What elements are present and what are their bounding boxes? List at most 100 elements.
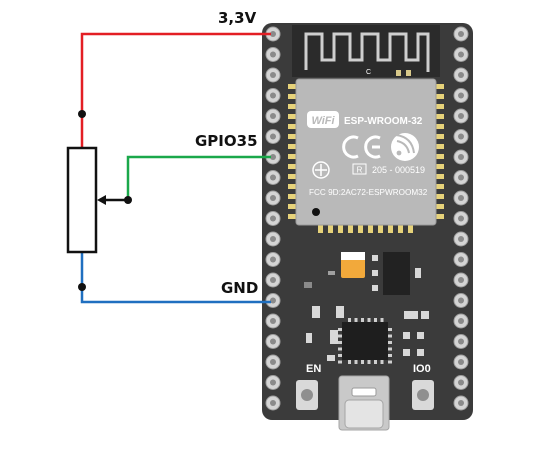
module-pad bbox=[288, 194, 298, 199]
gpio-label: GPIO35 bbox=[195, 132, 258, 150]
header-pin bbox=[265, 211, 281, 226]
esp32-board: C WiFi ESP-WROOM-32 bbox=[262, 23, 473, 431]
left-pin-header bbox=[265, 26, 281, 411]
potentiometer bbox=[66, 110, 132, 291]
header-pin bbox=[453, 231, 469, 247]
module-pad bbox=[338, 223, 343, 233]
module-pad bbox=[434, 154, 444, 159]
micro-usb-port bbox=[338, 375, 390, 431]
cert-mark-icon bbox=[312, 161, 330, 179]
module-model: ESP-WROOM-32 bbox=[344, 116, 423, 127]
en-label: EN bbox=[306, 363, 321, 375]
r-mark: R bbox=[357, 166, 363, 175]
module-pad bbox=[434, 124, 444, 129]
right-pin-header bbox=[453, 26, 469, 411]
gnd-label: GND bbox=[221, 279, 258, 297]
voltage-regulator bbox=[341, 252, 421, 295]
module-pad bbox=[434, 194, 444, 199]
module-pad bbox=[288, 154, 298, 159]
pcb-antenna: C bbox=[292, 25, 440, 77]
header-pin bbox=[265, 293, 281, 308]
module-pad bbox=[434, 174, 444, 179]
module-pad bbox=[288, 134, 298, 139]
usb-uart-chip bbox=[338, 318, 392, 364]
header-pin bbox=[265, 354, 281, 370]
antenna-mark: C bbox=[366, 69, 371, 76]
gnd-wire bbox=[80, 252, 271, 304]
header-pin bbox=[453, 334, 469, 349]
module-pad bbox=[358, 223, 363, 233]
header-pin bbox=[265, 129, 281, 144]
ce-mark-icon bbox=[342, 135, 381, 159]
header-pin bbox=[453, 354, 469, 370]
header-pin bbox=[453, 149, 469, 165]
module-pad bbox=[434, 104, 444, 109]
module-pad bbox=[288, 94, 298, 99]
signal-wire bbox=[126, 155, 271, 200]
module-pad bbox=[288, 124, 298, 129]
module-pad bbox=[434, 164, 444, 169]
module-pad bbox=[288, 104, 298, 109]
header-pin bbox=[265, 272, 281, 288]
header-pin bbox=[453, 170, 469, 185]
wiper-arrow-icon bbox=[97, 195, 132, 205]
header-pin bbox=[265, 252, 281, 267]
en-button[interactable]: EN bbox=[296, 363, 321, 410]
header-pin bbox=[265, 108, 281, 124]
header-pin bbox=[265, 231, 281, 247]
module-pad bbox=[434, 184, 444, 189]
module-pad bbox=[288, 204, 298, 209]
header-pin bbox=[453, 108, 469, 124]
vcc-junction bbox=[78, 110, 86, 118]
module-pad bbox=[434, 214, 444, 219]
module-pad bbox=[328, 223, 333, 233]
header-pin bbox=[453, 190, 469, 206]
module-pad bbox=[288, 114, 298, 119]
module-pad bbox=[288, 144, 298, 149]
r-mark-box bbox=[352, 163, 367, 175]
pin1-dot bbox=[312, 208, 320, 216]
header-pin bbox=[265, 149, 281, 165]
module-pad bbox=[434, 84, 444, 89]
module-shield: WiFi ESP-WROOM-32 R 20 bbox=[295, 78, 437, 226]
module-pad bbox=[348, 223, 353, 233]
header-pin bbox=[453, 67, 469, 83]
module-pad bbox=[434, 134, 444, 139]
vcc-wire bbox=[80, 32, 271, 148]
fcc-id: FCC 9D:2AC72-ESPWROOM32 bbox=[309, 188, 428, 197]
espressif-logo-icon bbox=[391, 133, 419, 161]
cert-number: 205 - 000519 bbox=[372, 165, 425, 175]
header-pin bbox=[265, 170, 281, 185]
header-pin bbox=[265, 67, 281, 83]
module-pad bbox=[288, 84, 298, 89]
header-pin bbox=[265, 375, 281, 390]
io0-label: IO0 bbox=[413, 363, 431, 375]
module-pad bbox=[318, 223, 323, 233]
header-pin bbox=[453, 375, 469, 390]
header-pin bbox=[265, 313, 281, 329]
module-pad bbox=[408, 223, 413, 233]
header-pin bbox=[265, 47, 281, 62]
module-pads bbox=[288, 84, 444, 233]
header-pin bbox=[453, 26, 469, 42]
header-pin bbox=[453, 252, 469, 267]
header-pin bbox=[265, 334, 281, 349]
module-pad bbox=[434, 144, 444, 149]
header-pin bbox=[265, 190, 281, 206]
module-pad bbox=[434, 94, 444, 99]
header-pin bbox=[453, 129, 469, 144]
header-pin bbox=[453, 272, 469, 288]
header-pin bbox=[453, 88, 469, 103]
header-pin bbox=[453, 211, 469, 226]
header-pin bbox=[265, 88, 281, 103]
module-pad bbox=[378, 223, 383, 233]
wires bbox=[80, 32, 271, 304]
module-pad bbox=[434, 204, 444, 209]
module-pad bbox=[288, 214, 298, 219]
module-pad bbox=[288, 174, 298, 179]
header-pin bbox=[453, 395, 469, 411]
io0-button[interactable]: IO0 bbox=[412, 363, 434, 410]
module-pad bbox=[398, 223, 403, 233]
module-pad bbox=[388, 223, 393, 233]
